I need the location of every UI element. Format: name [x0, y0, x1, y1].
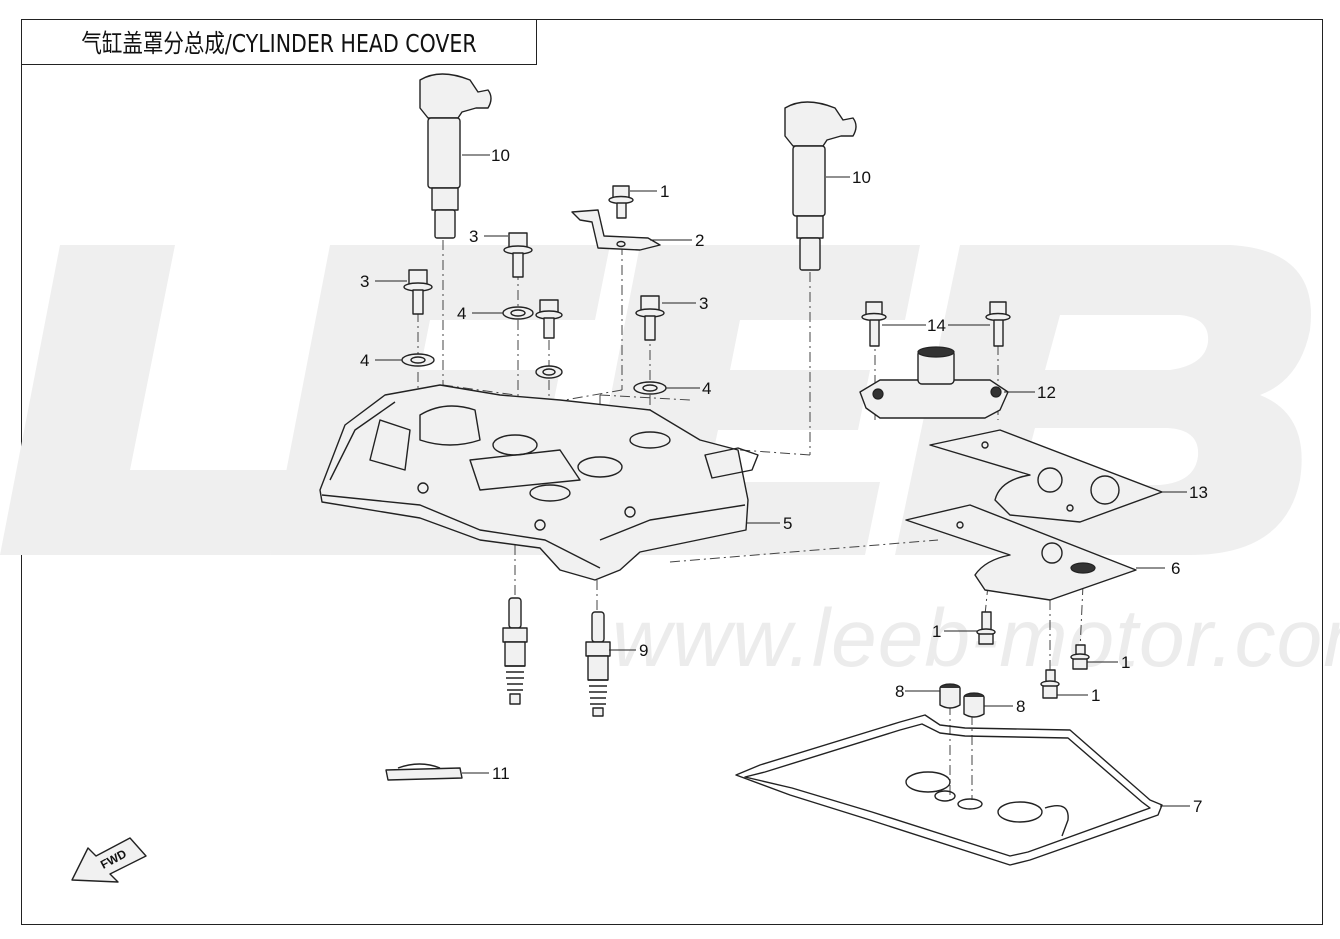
- callout-3-left: 3: [360, 272, 369, 291]
- callout-10-left: 10: [491, 146, 510, 165]
- flange-bolt-3-right: [635, 295, 665, 341]
- callout-13: 13: [1189, 483, 1208, 502]
- cover-seal-7: [735, 714, 1163, 866]
- callout-4-center: 4: [457, 304, 466, 323]
- callout-8-right: 8: [1016, 697, 1025, 716]
- callout-9: 9: [639, 641, 648, 660]
- ignition-coil-right: [784, 101, 857, 271]
- washer-4-right: [633, 381, 667, 395]
- callout-1-top: 1: [660, 182, 669, 201]
- bolt-14-right: [985, 301, 1011, 347]
- flange-bolt-3-left: [403, 269, 433, 315]
- flange-bolt-3-center: [503, 232, 533, 278]
- callout-labels: 10 10 1 2 3 3 3 4 4 4 5 6 7 8 8 9 11 12 …: [360, 146, 1208, 816]
- callout-4-right: 4: [702, 379, 711, 398]
- flange-bolt-3-small: [535, 299, 563, 339]
- watermark-url: www.leeb-motor.com: [612, 593, 1340, 684]
- washer-4-small: [535, 365, 563, 379]
- callout-5: 5: [783, 514, 792, 533]
- washer-4-left: [401, 353, 435, 367]
- fwd-arrow-icon: FWD: [71, 837, 147, 883]
- spark-plug-left: [502, 597, 528, 705]
- clip-11: [385, 763, 463, 781]
- sleeve-8-left: [939, 683, 961, 709]
- callout-6: 6: [1171, 559, 1180, 578]
- cylinder-head-cover: [319, 384, 759, 581]
- title-box: 气缸盖罩分总成/CYLINDER HEAD COVER: [21, 19, 537, 65]
- bolt-1-lower-a: [976, 611, 996, 645]
- breather-cover-12: [859, 346, 1009, 419]
- callout-10-right: 10: [852, 168, 871, 187]
- callout-2: 2: [695, 231, 704, 250]
- spark-plug-right: [585, 611, 611, 717]
- callout-1-lower-a: 1: [932, 622, 941, 641]
- gasket-13: [929, 429, 1163, 523]
- sleeve-8-right: [963, 692, 985, 718]
- callout-3-right: 3: [699, 294, 708, 313]
- callout-1-lower-c: 1: [1091, 686, 1100, 705]
- bolt-1-lower-c: [1040, 669, 1060, 699]
- callout-11: 11: [492, 764, 510, 783]
- callout-3-center: 3: [469, 227, 478, 246]
- washer-4-center: [502, 306, 534, 320]
- callout-7: 7: [1193, 797, 1202, 816]
- leader-lines: [375, 154, 1190, 807]
- callout-4-left: 4: [360, 351, 369, 370]
- bolt-1-lower-b: [1070, 644, 1090, 670]
- page-title: 气缸盖罩分总成/CYLINDER HEAD COVER: [81, 29, 477, 58]
- bracket-2: [571, 209, 661, 251]
- callout-8-left: 8: [895, 682, 904, 701]
- bolt-14-left: [861, 301, 887, 347]
- callout-12: 12: [1037, 383, 1056, 402]
- bolt-1-top: [608, 185, 634, 219]
- callout-1-lower-b: 1: [1121, 653, 1130, 672]
- gasket-6: [905, 504, 1137, 601]
- callout-14: 14: [927, 316, 946, 335]
- ignition-coil-left: [419, 73, 492, 239]
